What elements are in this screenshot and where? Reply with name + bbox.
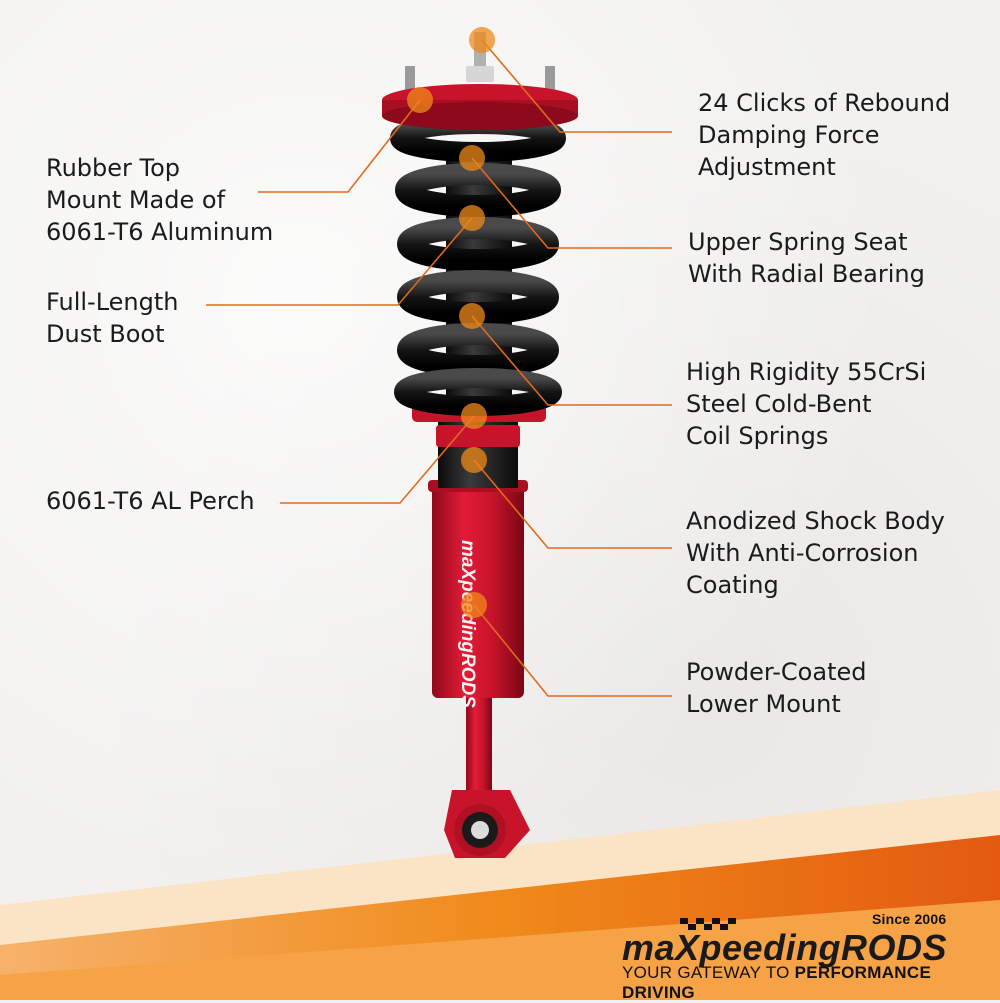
callout-line-perch <box>280 415 475 504</box>
feature-upper-spring-seat: Upper Spring Seat With Radial Bearing <box>688 228 925 288</box>
feature-coil-springs: High Rigidity 55CrSi Steel Cold-Bent Coi… <box>686 358 927 450</box>
top-stud-right <box>545 66 555 92</box>
callout-dots <box>407 27 495 618</box>
dot-lower-mount <box>461 592 487 618</box>
callout-lines <box>206 39 672 697</box>
brand-logo-block: Since 2006 maXpeedingRODS YOUR GATEWAY T… <box>560 905 960 1002</box>
top-nut <box>466 66 494 82</box>
shock-body: maXpeedingRODS <box>428 480 528 708</box>
callout-line-springs <box>471 315 672 406</box>
top-stud-left <box>405 66 415 92</box>
dot-top-mount <box>407 87 433 113</box>
top-plate-bottom <box>382 102 578 130</box>
callout-line-shock-body <box>473 459 672 549</box>
lower-rod <box>466 690 492 800</box>
coil-5 <box>397 323 559 377</box>
feature-al-perch: 6061-T6 AL Perch <box>46 487 255 515</box>
since-year: Since 2006 <box>872 911 947 927</box>
dot-dust-boot <box>459 205 485 231</box>
stripe-front <box>0 900 1000 1000</box>
brand-logo: maXpeedingRODS <box>622 927 948 968</box>
feature-rebound-damping: 24 Clicks of Rebound Damping Force Adjus… <box>698 89 951 181</box>
dot-shock-body <box>461 447 487 473</box>
coil-2 <box>395 163 561 217</box>
callout-line-top-mount <box>258 99 421 193</box>
feature-dust-boot: Full-Length Dust Boot <box>46 288 179 348</box>
callout-line-spring-seat <box>471 157 672 249</box>
feature-top-mount: Rubber Top Mount Made of 6061-T6 Aluminu… <box>46 154 274 246</box>
checkered-flag-icon <box>680 918 736 930</box>
callout-line-rebound <box>481 39 672 133</box>
brand-stripes <box>0 790 1000 1000</box>
callout-line-dust-boot <box>206 217 473 306</box>
tagline-prefix: YOUR GATEWAY TO <box>622 963 795 982</box>
lower-mount <box>444 690 530 858</box>
tagline-emphasis: PERFORMANCE DRIVING <box>622 963 932 1002</box>
body-logo: maXpeedingRODS <box>457 540 478 708</box>
shock-body-tube <box>432 482 524 698</box>
brand-tagline: YOUR GATEWAY TO PERFORMANCE DRIVING <box>622 963 960 1003</box>
feature-shock-body: Anodized Shock Body With Anti-Corrosion … <box>686 507 945 599</box>
dot-perch <box>461 403 487 429</box>
callout-line-lower-mount <box>473 604 672 697</box>
dot-spring-seat <box>459 145 485 171</box>
perch-collar <box>436 425 520 447</box>
dot-springs <box>459 303 485 329</box>
lower-eye-hole <box>471 821 489 839</box>
feature-lower-mount: Powder-Coated Lower Mount <box>686 658 867 718</box>
dot-rebound <box>469 27 495 53</box>
